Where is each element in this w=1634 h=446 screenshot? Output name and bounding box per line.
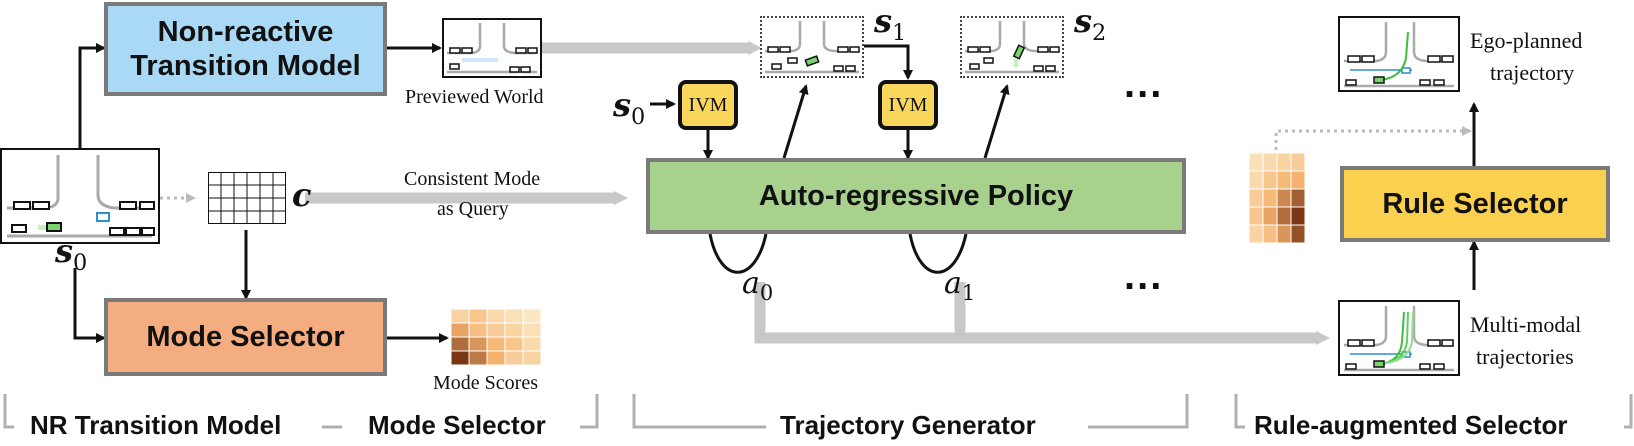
a0-action-curve — [708, 233, 768, 274]
s0-label: s0 — [55, 232, 88, 276]
mode-scores-cell — [486, 322, 506, 338]
auto-regressive-policy-box: Auto-regressive Policy — [646, 158, 1186, 234]
mode-scores-cell — [522, 336, 542, 352]
mode-query-grid-drawing — [208, 172, 286, 224]
mode-scores-heatmap — [450, 308, 542, 366]
mode-scores-cell — [468, 336, 488, 352]
rule-heatmap-to-ego-dotted-arrow — [1274, 126, 1472, 150]
a0-label: a0 — [742, 266, 774, 306]
previewed-world-scene — [442, 18, 542, 78]
rule-scores-cell — [1248, 188, 1264, 208]
mode-scores-cell — [486, 308, 506, 324]
mode-selector-box: Mode Selector — [104, 298, 387, 376]
scene-s1-drawing — [765, 21, 860, 74]
rule-selector-box: Rule Selector — [1340, 166, 1610, 242]
rule-scores-cell — [1290, 206, 1306, 226]
multi-modal-drawing — [1344, 306, 1454, 372]
rule-scores-cell — [1276, 206, 1292, 226]
section-label-nr-transition: NR Transition Model — [26, 410, 286, 441]
actions-to-trajectories-arrow — [754, 282, 1330, 345]
nr-transition-model-box: Non-reactive Transition Model — [104, 2, 387, 96]
multi-modal-scene — [1338, 300, 1460, 376]
mode-scores-cell — [468, 350, 488, 366]
mode-scores-cell — [486, 336, 506, 352]
mode-scores-cell — [450, 322, 470, 338]
rule-scores-cell — [1290, 152, 1306, 172]
previewed-world-drawing — [447, 23, 538, 74]
rule-scores-cell — [1290, 224, 1306, 244]
mode-scores-cell — [504, 336, 524, 352]
mode-scores-cell — [486, 350, 506, 366]
ellipsis-bottom: ... — [1124, 254, 1164, 298]
rule-scores-cell — [1262, 170, 1278, 190]
rule-scores-cell — [1248, 152, 1264, 172]
rule-scores-cell — [1248, 170, 1264, 190]
ego-planned-drawing — [1344, 22, 1454, 88]
section-label-mode-selector: Mode Selector — [364, 410, 550, 441]
policy-to-s2-arrow — [983, 84, 1010, 159]
ego-planned-label-1: Ego-planned — [1470, 28, 1583, 53]
s1-label: s1 — [874, 2, 907, 46]
mode-scores-cell — [504, 350, 524, 366]
mode-scores-cell — [522, 308, 542, 324]
policy-to-s1-arrow — [782, 84, 809, 159]
scene-s2-drawing — [965, 21, 1060, 74]
section-label-trajectory-generator: Trajectory Generator — [776, 410, 1040, 441]
mode-scores-cell — [522, 322, 542, 338]
s1-to-ivm1-arrow — [862, 44, 913, 80]
rule-scores-cell — [1262, 224, 1278, 244]
rule-scores-cell — [1248, 206, 1264, 226]
previewed-world-label: Previewed World — [405, 86, 544, 108]
s0-to-mode-selector-arrow — [73, 268, 106, 343]
section-brackets — [3, 394, 1633, 429]
rule-scores-cell — [1248, 224, 1264, 244]
rule-scores-cell — [1276, 170, 1292, 190]
rule-scores-cell — [1290, 170, 1306, 190]
rule-scores-cell — [1262, 152, 1278, 172]
as-query-label: as Query — [437, 198, 509, 220]
ivm-block-0: IVM — [678, 80, 738, 130]
rule-scores-cell — [1262, 188, 1278, 208]
ivm-block-1: IVM — [878, 80, 938, 130]
s0-to-nr-arrow — [78, 43, 106, 148]
mode-query-grid — [208, 172, 286, 229]
rule-scores-cell — [1276, 188, 1292, 208]
section-label-rule-selector: Rule-augmented Selector — [1250, 410, 1572, 441]
multi-modal-label-1: Multi-modal — [1470, 312, 1582, 337]
consistent-mode-label: Consistent Mode — [404, 168, 541, 190]
mode-scores-cell — [504, 322, 524, 338]
scene-s2 — [960, 16, 1064, 78]
mode-scores-cell — [468, 308, 488, 324]
mode-scores-cell — [450, 336, 470, 352]
ego-planned-label-2: trajectory — [1490, 60, 1575, 85]
rule-scores-cell — [1276, 152, 1292, 172]
a1-label: a1 — [944, 266, 976, 306]
rule-scores-cell — [1262, 206, 1278, 226]
mode-scores-cell — [522, 350, 542, 366]
scene-s1 — [760, 16, 864, 78]
multi-modal-label-2: trajectories — [1476, 344, 1574, 369]
mode-scores-cell — [450, 308, 470, 324]
initial-scene-s0 — [0, 148, 160, 244]
mode-scores-cell — [468, 322, 488, 338]
c-label: c — [292, 176, 312, 214]
mode-scores-cell — [504, 308, 524, 324]
mode-scores-cell — [450, 350, 470, 366]
mode-scores-label: Mode Scores — [433, 372, 538, 394]
s0-ivm-input-label: s0 — [613, 86, 646, 130]
rule-scores-cell — [1290, 188, 1306, 208]
s2-label: s2 — [1074, 2, 1107, 46]
ellipsis-top: ... — [1124, 62, 1164, 106]
a1-action-curve — [908, 233, 968, 274]
initial-scene-drawing — [7, 155, 155, 238]
ego-planned-scene — [1338, 16, 1460, 92]
rule-scores-heatmap — [1248, 152, 1306, 244]
rule-scores-cell — [1276, 224, 1292, 244]
